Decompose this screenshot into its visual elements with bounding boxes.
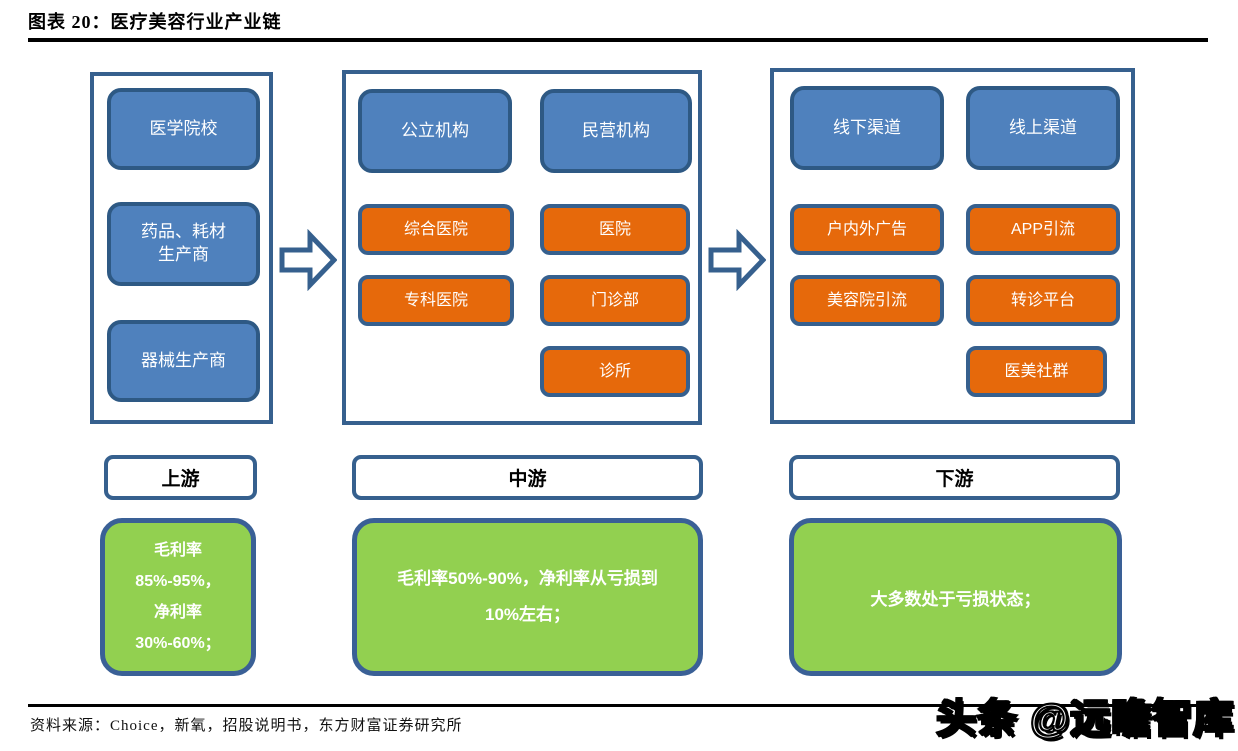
midstream-box-specialty-hospitals: 专科医院 bbox=[358, 275, 514, 326]
midstream-panel: 公立机构 民营机构 综合医院 专科医院 医院 门诊部 诊所 bbox=[342, 70, 702, 425]
source-note: 资料来源：Choice，新氧，招股说明书，东方财富证券研究所 bbox=[30, 718, 463, 734]
stage-label-midstream: 中游 bbox=[352, 455, 703, 500]
figure-title: 图表 20：医疗美容行业产业链 bbox=[28, 12, 282, 32]
midstream-box-outpatient-departments: 门诊部 bbox=[540, 275, 690, 326]
stage-label-upstream: 上游 bbox=[104, 455, 257, 500]
midstream-box-public-institutions: 公立机构 bbox=[358, 89, 512, 173]
midstream-box-clinics: 诊所 bbox=[540, 346, 690, 397]
midstream-profit-note: 毛利率50%-90%，净利率从亏损到10%左右； bbox=[352, 518, 703, 676]
upstream-box-medical-schools: 医学院校 bbox=[107, 88, 260, 170]
downstream-box-indoor-outdoor-ads: 户内外广告 bbox=[790, 204, 944, 255]
downstream-box-medical-beauty-community: 医美社群 bbox=[966, 346, 1107, 397]
downstream-box-online-channels: 线上渠道 bbox=[966, 86, 1120, 170]
downstream-panel: 线下渠道 线上渠道 户内外广告 美容院引流 APP引流 转诊平台 医美社群 bbox=[770, 68, 1135, 424]
upstream-box-drug-consumable-makers: 药品、耗材 生产商 bbox=[107, 202, 260, 286]
downstream-box-offline-channels: 线下渠道 bbox=[790, 86, 944, 170]
right-block-arrow-icon bbox=[708, 228, 767, 292]
right-block-arrow-icon bbox=[279, 228, 338, 292]
watermark-toutiao-yuanzhan: 头条 @远瞻智库 bbox=[935, 696, 1234, 742]
downstream-profit-note: 大多数处于亏损状态； bbox=[789, 518, 1122, 676]
upstream-panel: 医学院校 药品、耗材 生产商 器械生产商 bbox=[90, 72, 273, 424]
downstream-box-app-traffic: APP引流 bbox=[966, 204, 1120, 255]
midstream-box-general-hospitals: 综合医院 bbox=[358, 204, 514, 255]
midstream-box-hospitals: 医院 bbox=[540, 204, 690, 255]
title-divider bbox=[28, 38, 1208, 42]
arrow-midstream-to-downstream bbox=[708, 228, 767, 292]
upstream-box-device-makers: 器械生产商 bbox=[107, 320, 260, 402]
arrow-upstream-to-midstream bbox=[279, 228, 338, 292]
footer-divider bbox=[28, 704, 1208, 707]
downstream-box-referral-platform: 转诊平台 bbox=[966, 275, 1120, 326]
midstream-box-private-institutions: 民营机构 bbox=[540, 89, 692, 173]
upstream-profit-note: 毛利率 85%-95%， 净利率 30%-60%； bbox=[100, 518, 256, 676]
stage-label-downstream: 下游 bbox=[789, 455, 1120, 500]
downstream-box-beauty-salon-referral: 美容院引流 bbox=[790, 275, 944, 326]
